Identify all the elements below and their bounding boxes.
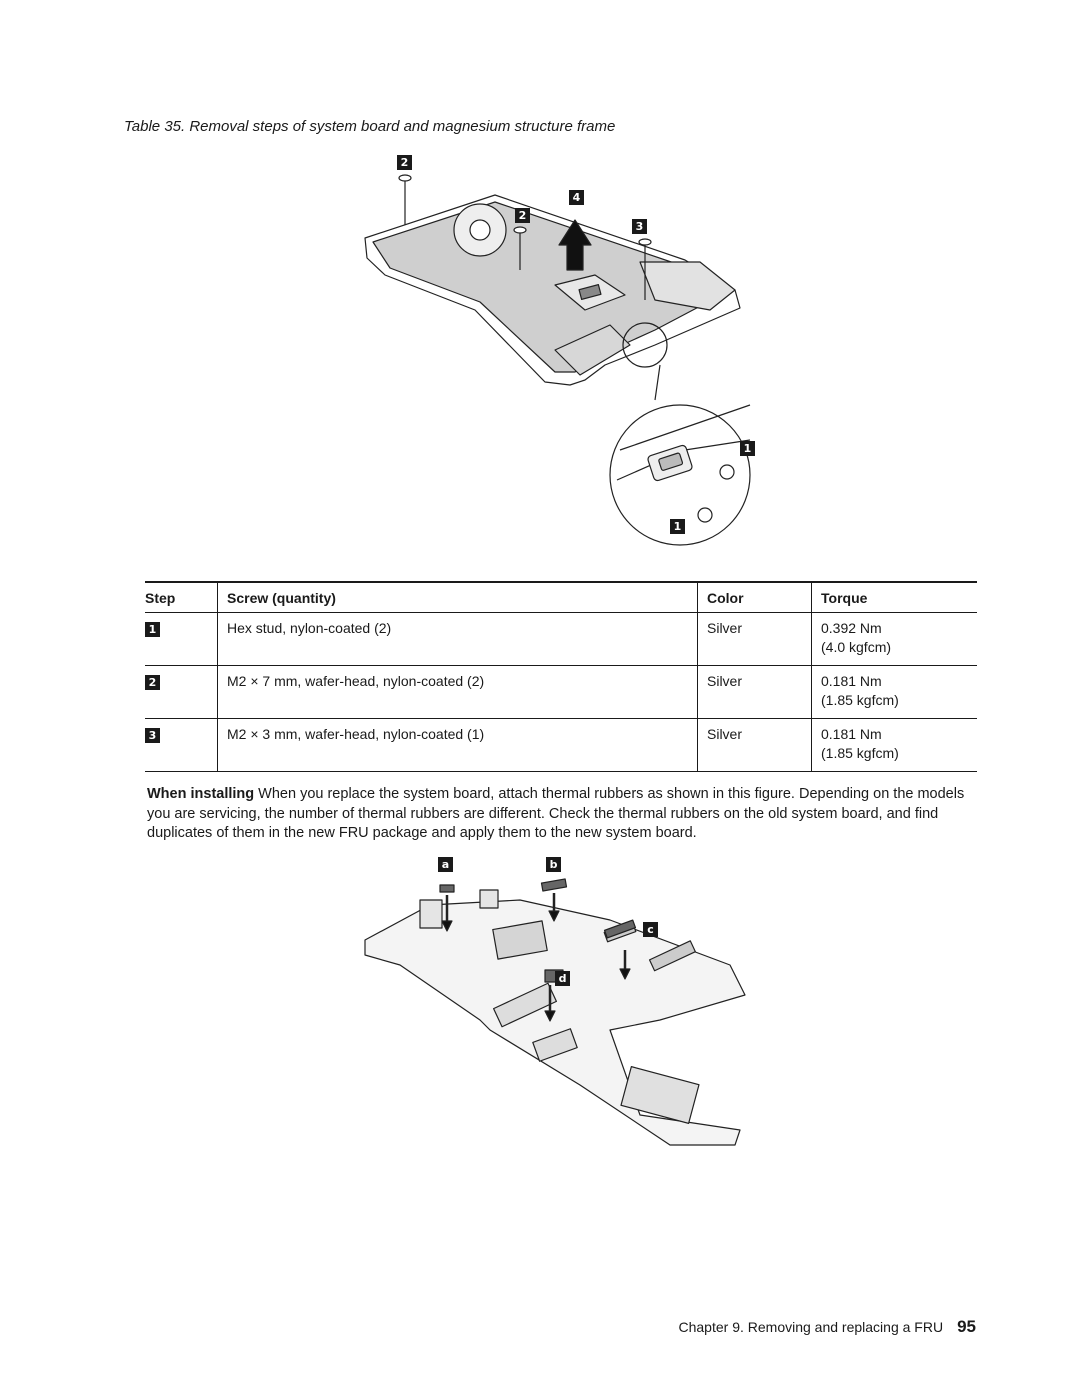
screw-cell: M2 × 3 mm, wafer-head, nylon-coated (1) [217, 718, 698, 772]
page-number: 95 [957, 1317, 976, 1336]
callout-c: c [643, 922, 658, 937]
chapter-title: Chapter 9. Removing and replacing a FRU [678, 1319, 944, 1335]
screw-cell: M2 × 7 mm, wafer-head, nylon-coated (2) [217, 665, 698, 719]
torque-kgfcm: (1.85 kgfcm) [821, 745, 899, 761]
color-cell: Silver [697, 612, 812, 666]
callout-1-upper: 1 [740, 441, 755, 456]
step-badge: 1 [145, 622, 160, 637]
header-screw: Screw (quantity) [217, 581, 698, 613]
color-cell: Silver [697, 718, 812, 772]
screw-cell: Hex stud, nylon-coated (2) [217, 612, 698, 666]
step-badge: 2 [145, 675, 160, 690]
callout-4: 4 [569, 190, 584, 205]
torque-nm: 0.181 Nm [821, 673, 882, 689]
thermal-rubber-illustration: a b c d [360, 855, 760, 1155]
torque-cell: 0.181 Nm (1.85 kgfcm) [811, 718, 977, 772]
torque-kgfcm: (1.85 kgfcm) [821, 692, 899, 708]
callout-2-top: 2 [397, 155, 412, 170]
header-torque: Torque [811, 581, 977, 613]
callout-3: 3 [632, 219, 647, 234]
install-lead: When installing [147, 786, 255, 802]
screw-table: Step Screw (quantity) Color Torque 1 Hex… [145, 581, 977, 772]
table-caption: Table 35. Removal steps of system board … [124, 118, 616, 135]
callout-d: d [555, 971, 570, 986]
table-row: 3 M2 × 3 mm, wafer-head, nylon-coated (1… [145, 718, 977, 772]
installation-note: When installing When you replace the sys… [147, 785, 977, 844]
page-footer: Chapter 9. Removing and replacing a FRU … [679, 1317, 977, 1337]
torque-kgfcm: (4.0 kgfcm) [821, 639, 892, 655]
step-badge: 3 [145, 728, 160, 743]
torque-cell: 0.181 Nm (1.85 kgfcm) [811, 665, 977, 719]
callout-2-mid: 2 [515, 208, 530, 223]
callout-1-lower: 1 [670, 519, 685, 534]
torque-cell: 0.392 Nm (4.0 kgfcm) [811, 612, 977, 666]
callout-b: b [546, 857, 561, 872]
callout-a: a [438, 857, 453, 872]
header-step: Step [145, 581, 218, 613]
table-row: 1 Hex stud, nylon-coated (2) Silver 0.39… [145, 612, 977, 666]
table-header-row: Step Screw (quantity) Color Torque [145, 581, 977, 613]
torque-nm: 0.392 Nm [821, 620, 882, 636]
install-text: When you replace the system board, attac… [147, 786, 965, 841]
header-color: Color [697, 581, 812, 613]
removal-illustration: 2 4 2 3 1 1 [355, 150, 765, 555]
color-cell: Silver [697, 665, 812, 719]
table-row: 2 M2 × 7 mm, wafer-head, nylon-coated (2… [145, 665, 977, 719]
torque-nm: 0.181 Nm [821, 726, 882, 742]
